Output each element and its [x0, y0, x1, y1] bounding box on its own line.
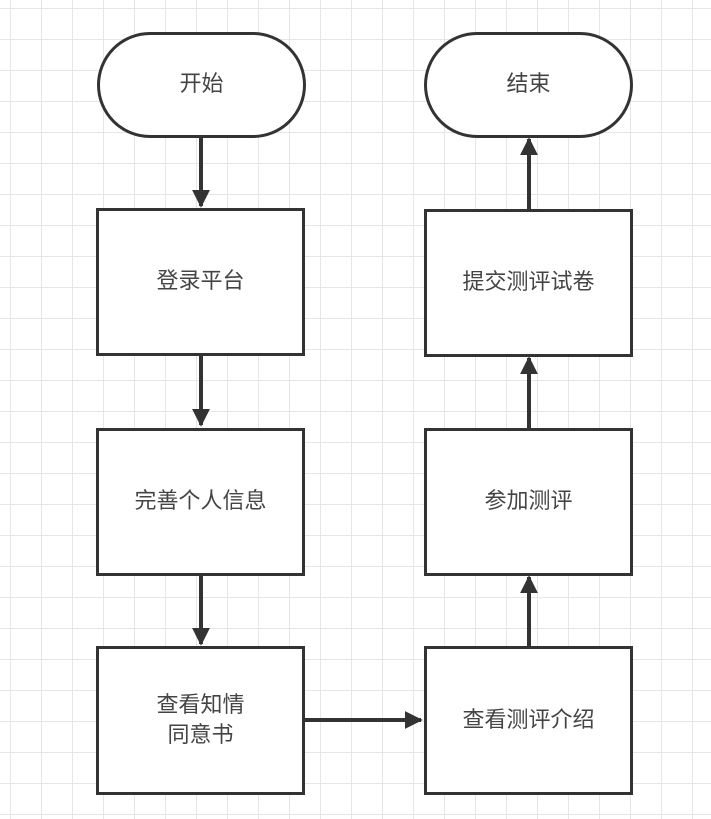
view-consent-label-line2: 同意书 — [167, 722, 234, 748]
submit-assessment-label: 提交测评试卷 — [462, 270, 595, 295]
view-assessment-intro-label: 查看测评介绍 — [462, 707, 595, 733]
take-assessment-label: 参加测评 — [484, 489, 573, 514]
login-platform-step: 登录平台 — [96, 208, 305, 356]
end-terminal: 结束 — [424, 32, 633, 138]
end-label: 结束 — [506, 72, 551, 97]
view-assessment-intro-step: 查看测评介绍 — [424, 646, 633, 795]
submit-assessment-step: 提交测评试卷 — [424, 209, 633, 357]
complete-profile-label: 完善个人信息 — [134, 489, 267, 514]
start-terminal: 开始 — [97, 32, 306, 138]
take-assessment-step: 参加测评 — [424, 428, 633, 576]
start-label: 开始 — [179, 72, 224, 97]
complete-profile-step: 完善个人信息 — [96, 428, 305, 576]
view-consent-label: 查看知情 同意书 — [156, 691, 244, 751]
view-consent-label-line1: 查看知情 — [156, 692, 245, 718]
view-consent-step: 查看知情 同意书 — [96, 646, 305, 795]
login-platform-label: 登录平台 — [156, 269, 245, 294]
